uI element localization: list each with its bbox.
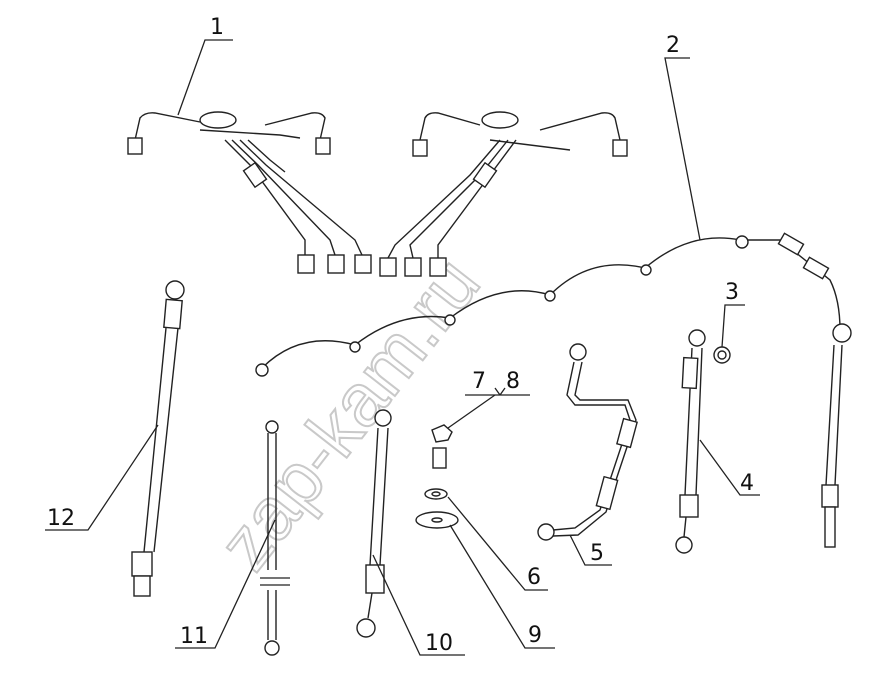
callout-7: 7 (472, 369, 486, 394)
part-10-hose (356, 409, 392, 638)
callout-10: 10 (425, 631, 453, 656)
callout-6: 6 (527, 565, 541, 590)
watermark: zap-kam.ru (202, 242, 495, 585)
callout-9: 9 (528, 623, 542, 648)
callout-1: 1 (210, 15, 224, 40)
callout-8: 8 (506, 369, 520, 394)
part-3-sealing-ring (713, 346, 731, 364)
callout-4: 4 (740, 471, 754, 496)
callout-3: 3 (725, 280, 739, 305)
leader-lines (45, 39, 760, 656)
part-11-rod (260, 420, 290, 656)
part-12-hose (131, 280, 185, 597)
part-7-8-union (431, 424, 453, 469)
part-6-washer (424, 488, 448, 500)
part-1-right-pipe-bundle (379, 111, 628, 277)
part-4-hose (675, 329, 706, 554)
part-2-return-line (255, 232, 852, 548)
callout-11: 11 (180, 624, 208, 649)
callout-12: 12 (47, 506, 75, 531)
callout-labels: 1 2 3 4 5 6 7 8 9 10 11 12 (47, 15, 754, 656)
part-5-bent-pipe (537, 343, 638, 541)
callout-5: 5 (590, 541, 604, 566)
callout-2: 2 (666, 33, 680, 58)
part-9-gasket (415, 511, 459, 529)
part-1-left-pipe-bundle (127, 111, 372, 274)
